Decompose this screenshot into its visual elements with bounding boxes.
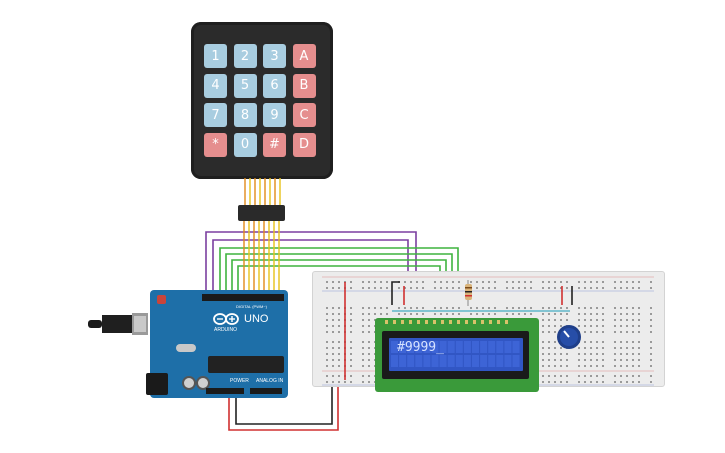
- atmega-chip: [208, 356, 284, 373]
- arduino-logo-icon: [213, 313, 239, 325]
- analog-label: ANALOG IN: [256, 378, 284, 384]
- digital-label: DIGITAL (PWM~): [236, 304, 267, 309]
- keypad-key-9[interactable]: 9: [263, 103, 286, 127]
- usb-cable: [88, 313, 148, 335]
- power-label: POWER: [230, 378, 249, 384]
- keypad-header-connector: [238, 205, 285, 221]
- analog-header: [250, 388, 282, 394]
- keypad-key-5[interactable]: 5: [233, 73, 257, 98]
- keypad-key-7[interactable]: 7: [204, 103, 227, 127]
- keypad-key-b[interactable]: B: [292, 73, 316, 98]
- keypad-key-8[interactable]: 8: [233, 103, 257, 127]
- keypad-key-d[interactable]: D: [292, 132, 316, 157]
- digital-header: [202, 294, 284, 301]
- resistor[interactable]: [465, 280, 472, 306]
- keypad-key-1[interactable]: 1: [204, 44, 227, 68]
- reset-button[interactable]: [157, 295, 166, 304]
- arduino-model-label: UNO: [244, 313, 269, 325]
- keypad-ribbon-cable: [244, 178, 281, 208]
- wire-purple-outer[interactable]: [205, 231, 417, 305]
- lcd-char-grid: [391, 341, 520, 367]
- capacitor-1: [182, 376, 196, 390]
- keypad-key-0[interactable]: 0: [233, 132, 257, 157]
- crystal: [176, 344, 196, 352]
- keypad-key-a[interactable]: A: [292, 44, 316, 68]
- lcd-text: #9999_: [397, 340, 444, 355]
- potentiometer-knob[interactable]: [556, 324, 582, 350]
- keypad-key-c[interactable]: C: [292, 103, 316, 127]
- arduino-uno-board: [150, 290, 288, 398]
- arduino-brand-label: ARDUINO: [214, 327, 238, 333]
- capacitor-2: [196, 376, 210, 390]
- keypad-key-3[interactable]: 3: [263, 44, 286, 68]
- keypad-key-6[interactable]: 6: [263, 73, 286, 98]
- keypad-key-hash[interactable]: #: [263, 132, 286, 157]
- wire-black-ground[interactable]: [235, 380, 333, 425]
- keypad-wires: [243, 221, 280, 300]
- keypad-key-star[interactable]: *: [204, 132, 227, 157]
- power-jack: [146, 373, 168, 395]
- keypad-key-2[interactable]: 2: [233, 44, 257, 68]
- lcd-pins: [385, 320, 508, 324]
- keypad-key-4[interactable]: 4: [204, 73, 227, 98]
- power-header: [206, 388, 244, 394]
